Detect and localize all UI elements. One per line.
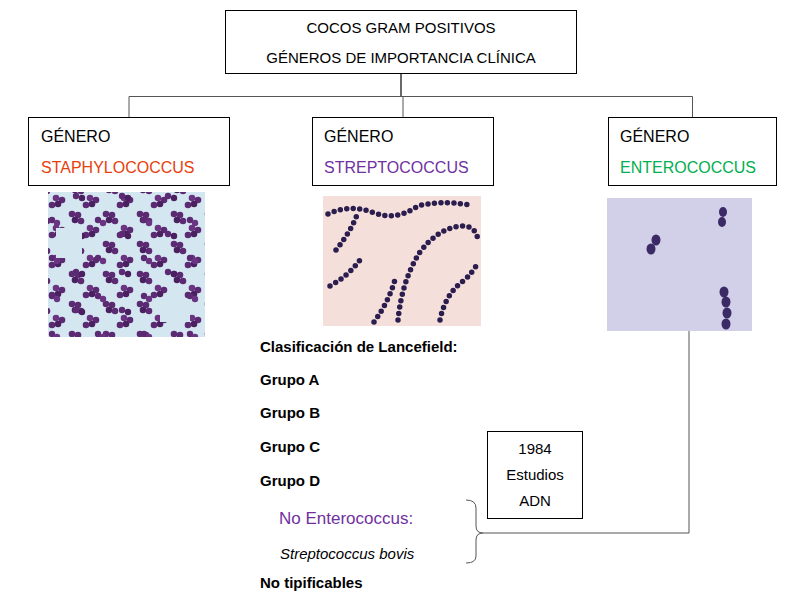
group-label: Grupo B — [260, 404, 320, 421]
coccus — [647, 244, 656, 255]
group-label: No tipificables — [260, 574, 363, 591]
note-box: 1984 Estudios ADN — [487, 431, 583, 519]
coccus — [652, 235, 661, 246]
micrograph-ground — [607, 198, 752, 331]
coccus — [720, 287, 729, 298]
species-label: Streptococcus bovis — [280, 545, 414, 562]
node-text: STAPHYLOCOCCUS — [41, 158, 217, 177]
group-label: Grupo A — [260, 371, 319, 388]
coccus — [718, 217, 726, 227]
leader-line — [483, 331, 689, 533]
chain — [336, 212, 358, 250]
genus-box: GÉNERO STREPTOCOCCUS — [312, 117, 494, 186]
node-text: STREPTOCOCCUS — [324, 158, 482, 177]
node-text: GÉNERO — [324, 127, 482, 146]
clear-patch — [56, 228, 82, 258]
cocci-clusters — [48, 192, 205, 337]
title-box: COCOS GRAM POSITIVOS GÉNEROS DE IMPORTANC… — [225, 10, 577, 74]
section-heading: Clasificación de Lancefield: — [260, 338, 458, 355]
coccus — [722, 297, 731, 308]
coccus — [722, 319, 731, 330]
micrograph-ground — [323, 196, 481, 326]
node-text: COCOS GRAM POSITIVOS — [236, 19, 566, 37]
cocci-chains — [328, 203, 478, 322]
cocci-clusters — [48, 192, 205, 337]
chain — [440, 262, 478, 320]
node-text: 1984 Estudios ADN — [496, 436, 574, 514]
group-label: Grupo D — [260, 472, 320, 489]
chain — [398, 226, 478, 320]
subgroup-heading: No Enterococcus: — [279, 509, 413, 529]
chain — [330, 260, 360, 286]
node-text: GÉNERO — [620, 127, 765, 146]
node-text: ENTEROCOCCUS — [620, 158, 765, 177]
coccus — [723, 308, 732, 319]
genus-box: GÉNERO STAPHYLOCOCCUS — [28, 117, 230, 186]
brace-bracket — [466, 500, 483, 563]
tree-connector — [129, 74, 401, 117]
coccus — [719, 207, 727, 217]
chain — [374, 276, 396, 322]
tree-connector — [401, 74, 693, 117]
node-text: GÉNERO — [41, 127, 217, 146]
node-text: GÉNEROS DE IMPORTANCIA CLÍNICA — [236, 49, 566, 67]
group-label: Grupo C — [260, 438, 320, 455]
enterococcus-micrograph — [607, 198, 752, 331]
genus-box: GÉNERO ENTEROCOCCUS — [608, 117, 777, 186]
chain — [328, 203, 470, 216]
streptococcus-micrograph — [323, 196, 481, 326]
staphylococcus-micrograph — [48, 192, 205, 337]
micrograph-ground — [48, 192, 205, 337]
clear-patch — [160, 300, 190, 322]
